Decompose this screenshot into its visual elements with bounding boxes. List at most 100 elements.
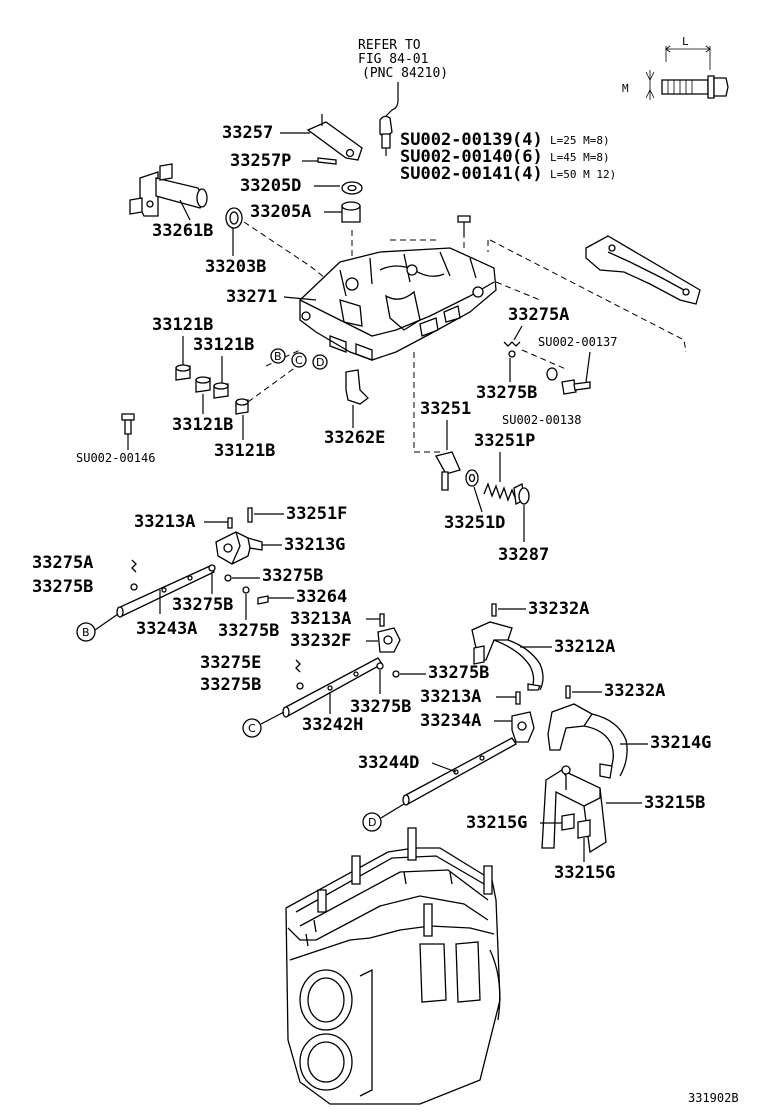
ball-33275b-2-drawing	[130, 583, 138, 591]
svg-text:C: C	[295, 354, 303, 367]
plug-33287-drawing	[518, 487, 530, 505]
label-33205a: 33205A	[250, 202, 311, 222]
refer-note: REFER TO FIG 84-01 (PNC 84210)	[358, 38, 448, 117]
rail-33244d-drawing	[402, 737, 517, 806]
bolt-top-drawing	[457, 215, 471, 236]
bolt-00138-drawing	[561, 379, 591, 395]
shaft-lever-33261b-drawing	[129, 163, 208, 217]
label-33275a-2: 33275A	[32, 553, 93, 573]
pin-33257p-drawing	[317, 157, 337, 165]
label-33251f: 33251F	[286, 504, 347, 524]
svg-text:D: D	[368, 816, 376, 829]
label-33121b-3: 33121B	[172, 415, 233, 435]
ball-33275b-5-drawing	[242, 586, 250, 594]
label-33275b-5: 33275B	[218, 621, 279, 641]
lever-33262e-drawing	[345, 369, 369, 405]
housing-33271-drawing	[299, 247, 497, 361]
head-33234a-drawing	[511, 711, 535, 743]
ball-33275b-6-drawing	[296, 682, 304, 690]
bolt-spec-size-1: L=25 M=8)	[550, 134, 610, 147]
bolt-head	[713, 77, 729, 97]
pin-33251f-drawing	[247, 507, 253, 523]
label-33205d: 33205D	[240, 176, 301, 196]
label-33275b-4: 33275B	[172, 595, 233, 615]
marker-b-lower: B	[76, 622, 96, 642]
label-33275b-6: 33275B	[200, 675, 261, 695]
bracket-plate-drawing	[585, 235, 701, 305]
bolt-spec-code-2: SU002-00140	[400, 147, 513, 167]
pin-33213a-1-drawing	[227, 517, 233, 529]
marker-c-lower: C	[242, 718, 262, 738]
label-su002-00137: SU002-00137	[538, 335, 617, 349]
label-33121b-4: 33121B	[214, 441, 275, 461]
label-33244d: 33244D	[358, 753, 419, 773]
label-33271: 33271	[226, 287, 277, 307]
ball-33275b-7-drawing	[392, 670, 400, 678]
bolt-spec-code-3: SU002-00141	[400, 164, 513, 184]
bolt-diameter-label: M	[622, 82, 629, 95]
label-33121b-2: 33121B	[193, 335, 254, 355]
label-33243a: 33243A	[136, 619, 197, 639]
plug-2-drawing	[213, 382, 229, 399]
label-33275b-2: 33275B	[32, 577, 93, 597]
rail-33243a-drawing	[116, 565, 215, 618]
label-33203b: 33203B	[205, 257, 266, 277]
head-33213g-drawing	[215, 531, 263, 565]
refer-note-line3: (PNC 84210)	[362, 66, 448, 81]
plunger-33264-drawing	[257, 595, 269, 605]
label-33121b-1: 33121B	[152, 315, 213, 335]
label-33232a-2: 33232A	[604, 681, 665, 701]
refer-note-line1: REFER TO	[358, 38, 421, 53]
label-33251p: 33251P	[474, 431, 535, 451]
svg-text:B: B	[274, 350, 282, 363]
label-33213a-2: 33213A	[290, 609, 351, 629]
bolt-00146-drawing	[121, 413, 135, 435]
svg-text:B: B	[82, 626, 90, 639]
svg-text:C: C	[248, 722, 256, 735]
label-33215g-1: 33215G	[466, 813, 527, 833]
label-33242h: 33242H	[302, 715, 363, 735]
label-33213a-1: 33213A	[134, 512, 195, 532]
bolt-spec-code-1: SU002-00139	[400, 130, 513, 150]
label-33257: 33257	[222, 123, 273, 143]
plug-4-drawing	[235, 398, 249, 415]
plate-33257-drawing	[306, 114, 363, 161]
label-su002-00138: SU002-00138	[502, 413, 581, 427]
label-33215g-2: 33215G	[554, 863, 615, 883]
svg-text:D: D	[316, 356, 324, 369]
spring-33275a-drawing	[503, 341, 521, 347]
label-33215b: 33215B	[644, 793, 705, 813]
ball-33275b-4-drawing	[208, 564, 216, 572]
plug-1-drawing	[175, 364, 191, 381]
pin-33213a-2-drawing	[379, 613, 385, 627]
refer-note-line2: FIG 84-01	[358, 52, 428, 67]
label-33261b: 33261B	[152, 221, 213, 241]
label-33262e: 33262E	[324, 428, 385, 448]
label-33264: 33264	[296, 587, 347, 607]
bolt-spec-qty-3: (4)	[512, 164, 543, 184]
label-33275b-3: 33275B	[262, 566, 323, 586]
ball-33275b-drawing	[508, 350, 516, 358]
marker-d-lower: D	[362, 812, 382, 832]
seal-33203b-drawing	[225, 207, 243, 229]
marker-d-upper: D	[312, 354, 328, 370]
bolt-spec-size-2: L=45 M=8)	[550, 151, 610, 164]
label-33251d: 33251D	[444, 513, 505, 533]
shift-head-33251-drawing	[435, 451, 461, 491]
pin-33232a-1-drawing	[491, 603, 497, 617]
switch-drawing	[379, 115, 393, 156]
bolt-length-label: L	[682, 35, 689, 48]
plug-3-drawing	[195, 376, 211, 393]
bushing-33205a-drawing	[341, 201, 361, 223]
label-33214g: 33214G	[650, 733, 711, 753]
ball-33275b-8-drawing	[376, 662, 384, 670]
ball-33275b-3-drawing	[224, 574, 232, 582]
label-33213a-3: 33213A	[420, 687, 481, 707]
label-33275a-1: 33275A	[508, 305, 569, 325]
washer-near-bolt-drawing	[546, 367, 558, 381]
marker-c-upper: C	[291, 352, 307, 368]
pin-33213a-3-drawing	[515, 691, 521, 705]
spring-33275a-2-drawing	[131, 559, 137, 573]
label-33275b-8: 33275B	[350, 697, 411, 717]
